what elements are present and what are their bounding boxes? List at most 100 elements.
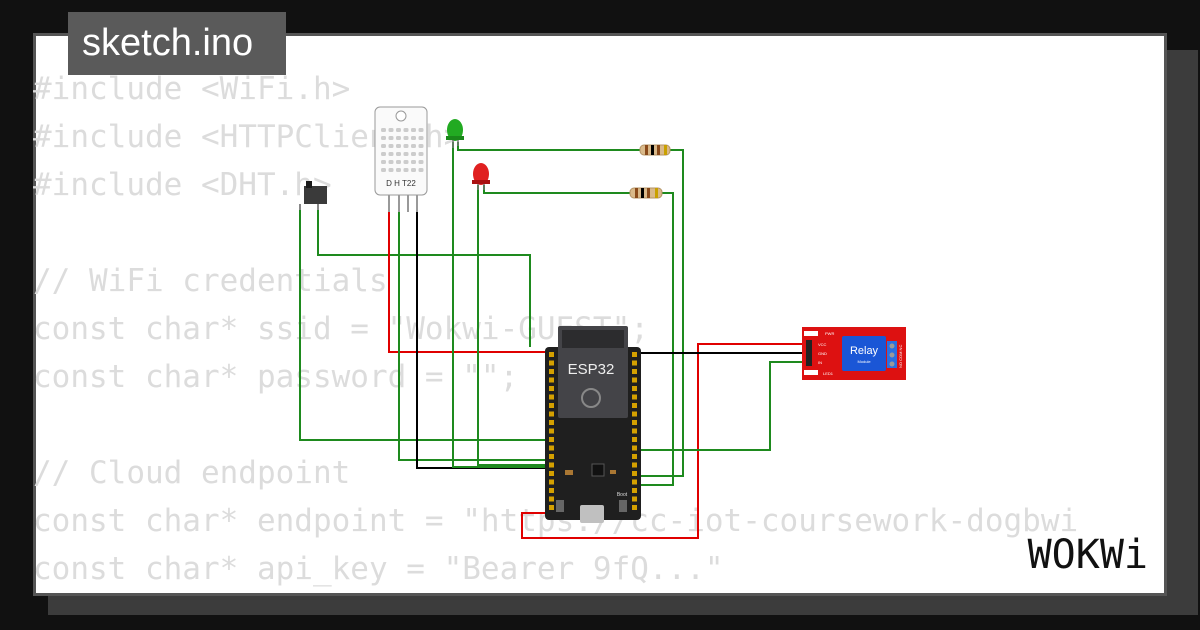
code-line: const char* endpoint = "https://cc-iot-c… [33, 503, 1079, 539]
relay-pwr-label: PWR [825, 331, 834, 336]
esp32-pin[interactable] [632, 420, 637, 425]
wire-res2-esp [638, 192, 674, 486]
dht-grille-hole [411, 160, 416, 164]
dht22-sensor[interactable]: D H T22 [374, 106, 428, 212]
relay-module[interactable]: Relay Module PWR LED1 VCC GND IN NO COM … [802, 327, 906, 380]
esp32-pin[interactable] [632, 377, 637, 383]
relay-led-label: LED1 [823, 371, 834, 376]
esp32-pin[interactable] [549, 403, 554, 408]
esp32-pin[interactable] [632, 386, 637, 391]
wire-dht-data [398, 212, 548, 461]
esp32-board[interactable]: ESP32 Boot [545, 326, 641, 523]
dht-grille-hole [411, 136, 416, 140]
esp32-pin[interactable] [549, 377, 554, 383]
wire-led-green [452, 142, 548, 468]
resistor-2[interactable] [629, 187, 663, 199]
green-led[interactable] [446, 119, 464, 148]
dht-grille-hole [388, 128, 394, 132]
esp32-pin[interactable] [632, 445, 637, 451]
esp32-pin[interactable] [632, 437, 637, 442]
slide-switch[interactable] [299, 181, 327, 210]
dht-grille-hole [403, 160, 409, 164]
dht-grille-hole [411, 168, 416, 172]
relay-pin-vcc: VCC [818, 342, 827, 347]
esp32-pin[interactable] [549, 386, 554, 391]
dht-grille-hole [388, 168, 394, 172]
relay-terminal-label: NO COM NC [898, 345, 903, 368]
dht-grille-hole [418, 128, 424, 132]
dht-grille-hole [396, 136, 401, 140]
esp32-pin[interactable] [549, 471, 554, 476]
code-line: const char* password = ""; [33, 359, 519, 395]
wokwi-logo[interactable]: WOKWi [1028, 532, 1148, 578]
esp32-pin[interactable] [632, 496, 637, 502]
dht-grille-hole [411, 152, 416, 156]
relay-pin-in: IN [818, 360, 822, 365]
esp32-pin[interactable] [632, 462, 637, 468]
esp32-pin[interactable] [549, 420, 554, 425]
filename-label: sketch.ino [82, 22, 254, 64]
esp32-pin[interactable] [549, 428, 554, 434]
esp32-pin[interactable] [632, 479, 637, 485]
wire-relay-vcc [521, 343, 810, 539]
wokwi-logo-text: WOKWi [1028, 532, 1148, 578]
esp32-pin[interactable] [549, 454, 554, 459]
esp32-pin[interactable] [549, 505, 554, 510]
code-line: const char* api_key = "Bearer 9fQ..." [33, 551, 724, 587]
esp32-pin[interactable] [549, 394, 554, 400]
code-preview: #include <WiFi.h>#include <HTTPClient.h>… [33, 65, 1078, 593]
dht-grille-hole [418, 136, 424, 140]
esp32-pin[interactable] [632, 360, 637, 366]
dht-grille-hole [381, 152, 386, 156]
esp32-pin[interactable] [632, 394, 637, 400]
esp32-pin[interactable] [632, 411, 637, 417]
esp32-pin[interactable] [549, 445, 554, 451]
esp32-pin[interactable] [632, 471, 637, 476]
wire-led-red [477, 185, 548, 466]
dht-grille-hole [388, 160, 394, 164]
esp32-pin[interactable] [549, 462, 554, 468]
en-button[interactable] [556, 500, 564, 512]
wire-green-res [457, 142, 640, 151]
esp32-pin[interactable] [549, 369, 554, 374]
dht-grille-hole [396, 168, 401, 172]
esp32-pin[interactable] [549, 496, 554, 502]
esp32-pin[interactable] [632, 352, 637, 357]
wire-switch-1 [317, 205, 531, 347]
esp32-pin[interactable] [549, 437, 554, 442]
dht-grille-hole [388, 144, 394, 148]
esp32-pin[interactable] [549, 360, 554, 366]
esp32-pin[interactable] [632, 505, 637, 510]
dht-grille-hole [381, 136, 386, 140]
dht-grille-hole [411, 144, 416, 148]
dht-grille [381, 128, 424, 172]
dht-grille-hole [396, 152, 401, 156]
usb-port [580, 505, 604, 523]
code-line: // WiFi credentials [33, 263, 388, 299]
dht-grille-hole [381, 144, 386, 148]
dht-grille-hole [396, 160, 401, 164]
esp32-pin[interactable] [549, 411, 554, 417]
resistor-1[interactable] [639, 144, 671, 156]
wire-red-res [483, 185, 630, 194]
esp32-pin[interactable] [549, 488, 554, 493]
dht-grille-hole [418, 160, 424, 164]
filename-tab[interactable]: sketch.ino [68, 12, 286, 75]
dht-grille-hole [418, 152, 424, 156]
esp32-pin[interactable] [632, 369, 637, 374]
esp32-pin[interactable] [549, 352, 554, 357]
dht-grille-hole [388, 136, 394, 140]
esp32-pin[interactable] [632, 403, 637, 408]
red-led[interactable] [472, 163, 490, 190]
boot-button[interactable] [619, 500, 627, 512]
wire-dht-gnd [416, 212, 548, 469]
esp32-pin[interactable] [549, 479, 554, 485]
esp32-pin[interactable] [632, 488, 637, 493]
esp32-pin[interactable] [632, 454, 637, 459]
esp32-label: ESP32 [568, 361, 615, 378]
esp32-pin[interactable] [632, 428, 637, 434]
dht-grille-hole [381, 128, 386, 132]
dht-grille-hole [418, 144, 424, 148]
dht-grille-hole [403, 136, 409, 140]
